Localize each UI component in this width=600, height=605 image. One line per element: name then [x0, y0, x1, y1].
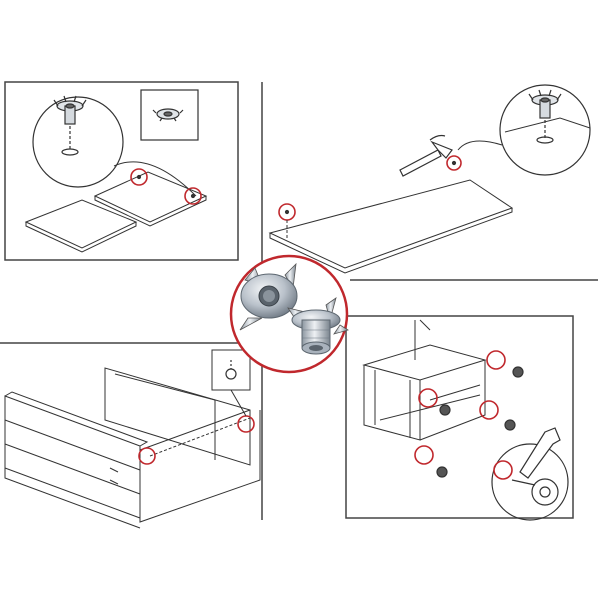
- panel-attach-front-drawer: [0, 342, 263, 529]
- wrench-icon: [519, 427, 561, 479]
- tee-nut-2: [287, 297, 349, 355]
- inset-detail-box: [211, 349, 251, 391]
- screw-icon: [225, 360, 237, 380]
- highlight-caster-4: [414, 445, 434, 465]
- zoom-circle-detail-2: [499, 84, 591, 176]
- highlight-hole-1: [130, 168, 148, 186]
- zoom-circle-caster: [491, 443, 569, 521]
- tee-nut-icon: [53, 95, 87, 156]
- highlight-caster-3: [479, 400, 499, 420]
- highlight-hole-3: [446, 155, 462, 171]
- center-badge: [229, 254, 349, 374]
- hammer-icon: [399, 134, 453, 177]
- highlight-hole-6: [237, 415, 255, 433]
- panel-insert-tnut-side-panels: [4, 81, 239, 261]
- highlight-caster-2: [418, 388, 438, 408]
- zoom-circle-detail: [32, 96, 124, 188]
- tee-nut-icon: [504, 89, 591, 144]
- tee-nut-1: [239, 262, 298, 331]
- caster-icon: [436, 366, 524, 478]
- caster-wheel-detail-icon: [511, 478, 559, 506]
- highlight-hole-2: [184, 187, 202, 205]
- highlight-caster-1: [486, 350, 506, 370]
- highlight-caster-detail: [493, 460, 513, 480]
- panel-hammer-tnut-base: [261, 82, 598, 281]
- highlight-hole-5: [138, 447, 156, 465]
- tee-nut-inset-icon: [152, 108, 184, 122]
- inset-box: [140, 89, 199, 141]
- panel-attach-casters: [345, 315, 574, 521]
- tee-nut-pair-icon: [239, 262, 349, 355]
